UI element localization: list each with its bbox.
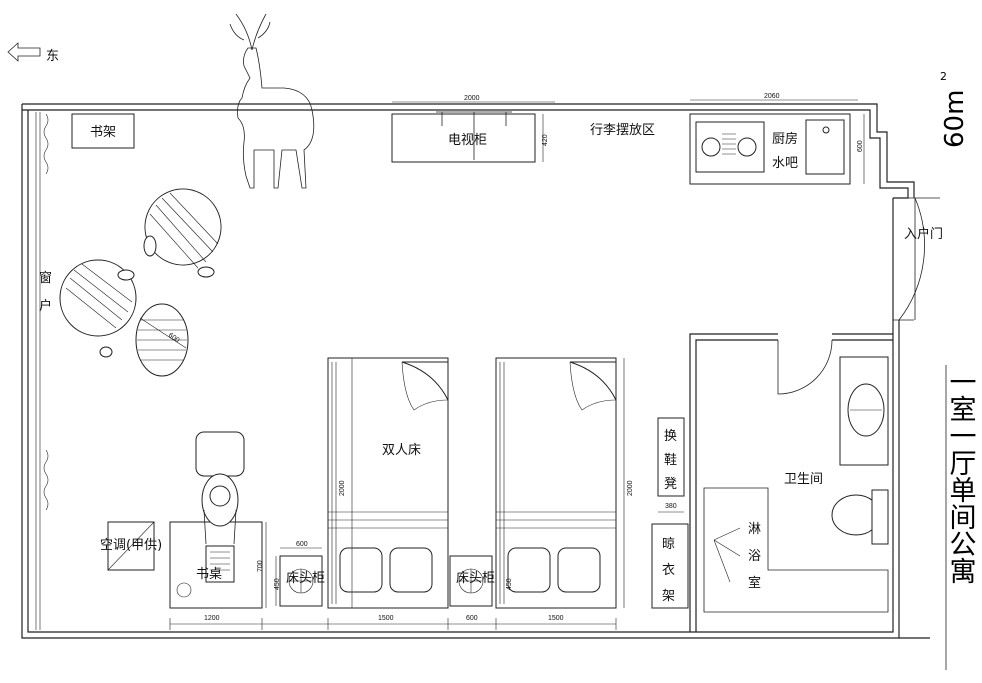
armchair-2 (59, 259, 137, 358)
toilet-icon (831, 489, 889, 545)
area-superscript: 2 (940, 70, 947, 83)
bed1-width-dim: 1500 (378, 615, 394, 622)
kitchen-depth-dim: 600 (857, 140, 864, 152)
shoe-bench-width-dim: 380 (665, 503, 677, 510)
desk-width-dim: 1200 (204, 615, 220, 622)
desk-depth-dim: 700 (257, 560, 264, 572)
left-arrow-icon (7, 42, 41, 62)
deer-decoration-icon (229, 13, 315, 189)
tv-cabinet-label: 电视柜 (448, 133, 487, 148)
shoe-bench-label-1: 换 (664, 429, 677, 444)
air-conditioner-label: 空调(甲供) (100, 538, 162, 553)
window-label-2: 户 (39, 298, 52, 314)
kitchen-width-dim: 2060 (764, 93, 780, 100)
nightstand-2-label: 床头柜 (456, 571, 495, 586)
outer-walls (21, 103, 930, 639)
bathroom-label: 卫生间 (784, 472, 823, 487)
armchair-1 (143, 188, 222, 278)
bed2-length-dim: 2000 (627, 480, 634, 496)
desk-chair-with-person-icon (195, 431, 245, 545)
shower-label-3: 室 (748, 575, 761, 591)
shoe-bench (657, 417, 685, 497)
bathroom-walls (689, 333, 893, 632)
drying-rack-label-3: 架 (662, 589, 675, 604)
compass-label: 东 (46, 49, 59, 64)
bed2-width-dim: 1500 (548, 615, 564, 622)
kitchen-label: 厨房 (772, 131, 798, 147)
nightstand-width-dim: 600 (296, 541, 308, 548)
double-bed-2 (495, 357, 617, 609)
shower-label-2: 浴 (748, 549, 761, 564)
drying-rack-label-1: 晾 (662, 536, 675, 552)
tv-depth-dim: 420 (542, 134, 549, 146)
double-bed-label: 双人床 (382, 443, 421, 458)
nightstand-gap-dim: 600 (466, 615, 478, 622)
bookshelf (71, 113, 135, 149)
shower-label-1: 淋 (748, 522, 761, 537)
luggage-area-label: 行李摆放区 (590, 123, 655, 138)
plan-title-block: 一室一厅单间公寓 (945, 365, 977, 670)
drying-rack-label-2: 衣 (662, 562, 675, 578)
shoe-bench-label-3: 凳 (664, 476, 677, 492)
bar-label: 水吧 (772, 156, 798, 171)
nightstand-1-label: 床头柜 (286, 571, 325, 586)
entrance-door-label: 入户门 (904, 226, 943, 242)
bed1-length-dim: 2000 (339, 480, 346, 496)
window-label-1: 窗 (39, 270, 52, 286)
bottom-dimension-line (169, 618, 617, 630)
plan-title: 一室一厅单间公寓 (945, 368, 977, 584)
window (35, 112, 49, 630)
double-bed-1 (327, 357, 449, 609)
nightstand-depth-2-dim: 450 (506, 578, 513, 590)
entrance-door (898, 197, 940, 321)
nightstand-depth-1-dim: 450 (274, 578, 281, 590)
drying-rack (651, 523, 689, 609)
tv-width-dim: 2000 (464, 95, 480, 102)
bookshelf-label: 书架 (90, 125, 116, 140)
tv-cabinet (391, 113, 536, 163)
shoe-bench-label-2: 鞋 (664, 452, 677, 468)
area-label: 60m (940, 90, 970, 148)
desk-label: 书桌 (196, 567, 222, 582)
round-table (135, 303, 189, 377)
shower-area (703, 487, 889, 613)
